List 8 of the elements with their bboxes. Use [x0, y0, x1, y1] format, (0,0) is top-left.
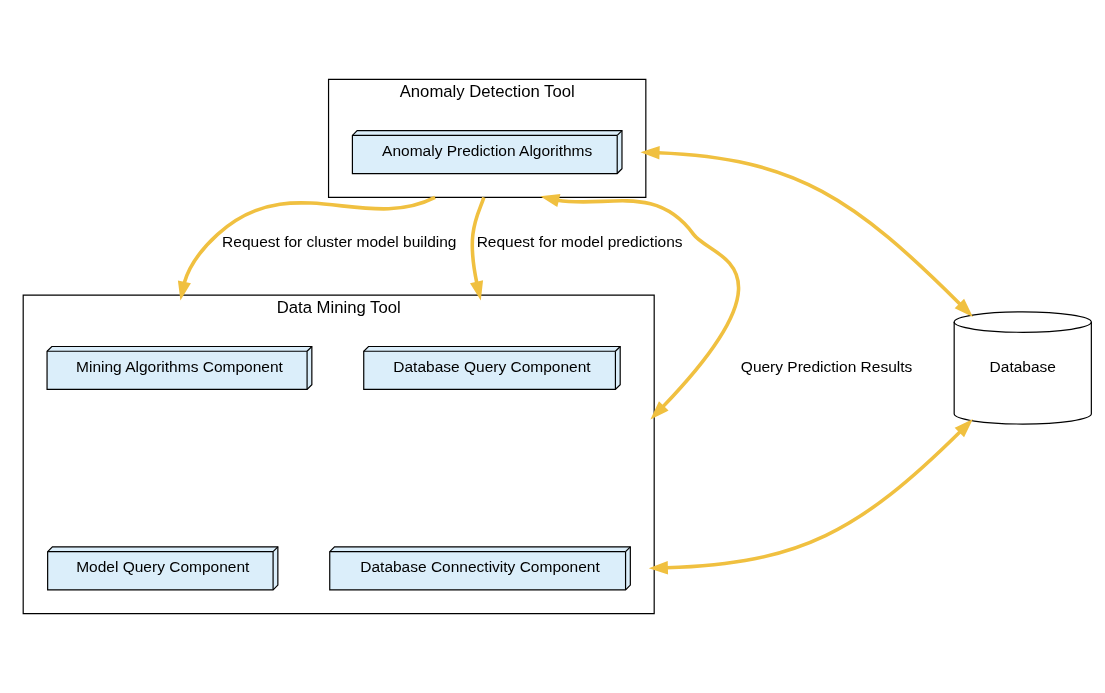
edge-label: Request for cluster model building [222, 232, 457, 250]
edge-label: Query Prediction Results [740, 358, 913, 376]
edge-label: Request for model predictions [476, 232, 683, 250]
arrow [648, 419, 973, 575]
arrow [470, 196, 486, 301]
arrow [177, 195, 436, 301]
arrow [640, 146, 973, 317]
arrow [540, 194, 741, 420]
